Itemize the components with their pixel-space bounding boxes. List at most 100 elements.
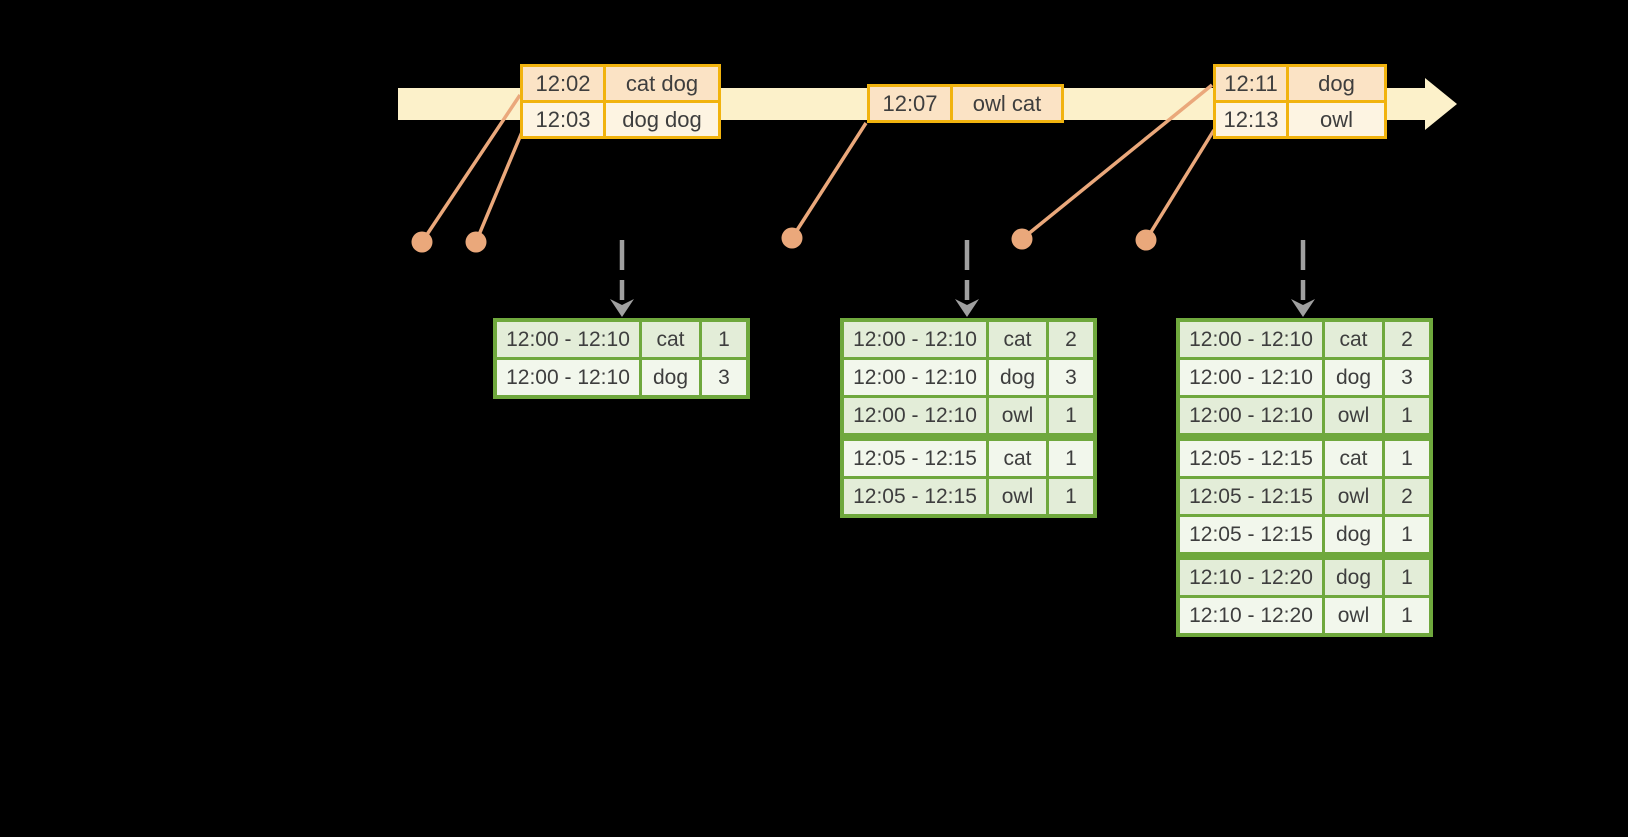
window-group: 12:05 - 12:15 cat 1 12:05 - 12:15 owl 1 bbox=[844, 441, 1093, 514]
leader-line bbox=[790, 122, 868, 239]
result-row: 12:00 - 12:10 owl 1 bbox=[844, 398, 1093, 433]
result-table-3: 12:00 - 12:10 cat 2 12:00 - 12:10 dog 3 … bbox=[1176, 318, 1433, 637]
event-row: 12:02 cat dog bbox=[523, 67, 718, 100]
word-cell: dog bbox=[1325, 560, 1382, 595]
event-time-cell: 12:11 bbox=[1216, 67, 1286, 100]
event-time-cell: 12:03 bbox=[523, 103, 603, 136]
event-words-cell: cat dog bbox=[606, 67, 718, 100]
word-cell: cat bbox=[1325, 441, 1382, 476]
result-row: 12:00 - 12:10 cat 2 bbox=[1180, 322, 1429, 357]
event-table-3: 12:11 dog 12:13 owl bbox=[1213, 64, 1387, 139]
count-cell: 1 bbox=[1385, 560, 1429, 595]
word-cell: dog bbox=[1325, 517, 1382, 552]
window-cell: 12:05 - 12:15 bbox=[1180, 479, 1322, 514]
leader-line bbox=[474, 131, 524, 243]
word-cell: owl bbox=[989, 479, 1046, 514]
window-cell: 12:05 - 12:15 bbox=[1180, 517, 1322, 552]
event-time-cell: 12:02 bbox=[523, 67, 603, 100]
count-cell: 1 bbox=[1385, 398, 1429, 433]
result-row: 12:00 - 12:10 dog 3 bbox=[844, 360, 1093, 395]
leader-line bbox=[1020, 83, 1214, 241]
event-dot bbox=[411, 231, 433, 253]
trigger-arrowhead-icon bbox=[955, 299, 979, 317]
window-group: 12:00 - 12:10 cat 1 12:00 - 12:10 dog 3 bbox=[497, 322, 746, 395]
count-cell: 1 bbox=[1049, 479, 1093, 514]
word-cell: owl bbox=[1325, 479, 1382, 514]
event-row: 12:13 owl bbox=[1216, 103, 1384, 136]
result-row: 12:10 - 12:20 dog 1 bbox=[1180, 560, 1429, 595]
word-cell: cat bbox=[1325, 322, 1382, 357]
result-table-1: 12:00 - 12:10 cat 1 12:00 - 12:10 dog 3 bbox=[493, 318, 750, 399]
count-cell: 2 bbox=[1385, 322, 1429, 357]
word-cell: owl bbox=[989, 398, 1046, 433]
event-row: 12:07 owl cat bbox=[870, 87, 1061, 120]
result-row: 12:00 - 12:10 owl 1 bbox=[1180, 398, 1429, 433]
count-cell: 1 bbox=[1049, 398, 1093, 433]
count-cell: 1 bbox=[702, 322, 746, 357]
event-row: 12:03 dog dog bbox=[523, 103, 718, 136]
result-row: 12:05 - 12:15 dog 1 bbox=[1180, 517, 1429, 552]
window-cell: 12:00 - 12:10 bbox=[844, 360, 986, 395]
count-cell: 1 bbox=[1049, 441, 1093, 476]
result-row: 12:00 - 12:10 dog 3 bbox=[1180, 360, 1429, 395]
window-cell: 12:05 - 12:15 bbox=[1180, 441, 1322, 476]
event-time-cell: 12:13 bbox=[1216, 103, 1286, 136]
count-cell: 2 bbox=[1049, 322, 1093, 357]
event-words-cell: dog dog bbox=[606, 103, 718, 136]
count-cell: 1 bbox=[1385, 517, 1429, 552]
window-cell: 12:00 - 12:10 bbox=[1180, 398, 1322, 433]
event-dot bbox=[1011, 228, 1033, 250]
word-cell: dog bbox=[642, 360, 699, 395]
window-cell: 12:10 - 12:20 bbox=[1180, 560, 1322, 595]
word-cell: dog bbox=[1325, 360, 1382, 395]
window-cell: 12:00 - 12:10 bbox=[1180, 360, 1322, 395]
count-cell: 3 bbox=[1385, 360, 1429, 395]
window-group: 12:10 - 12:20 dog 1 12:10 - 12:20 owl 1 bbox=[1180, 560, 1429, 633]
window-cell: 12:10 - 12:20 bbox=[1180, 598, 1322, 633]
event-words-cell: dog bbox=[1289, 67, 1384, 100]
count-cell: 1 bbox=[1385, 598, 1429, 633]
leader-line bbox=[420, 94, 522, 243]
trigger-arrowhead-icon bbox=[610, 299, 634, 317]
window-cell: 12:05 - 12:15 bbox=[844, 479, 986, 514]
event-dot bbox=[781, 227, 803, 249]
timeline-arrowhead-icon bbox=[1425, 78, 1457, 130]
event-dot bbox=[465, 231, 487, 253]
window-cell: 12:00 - 12:10 bbox=[844, 322, 986, 357]
window-group: 12:05 - 12:15 cat 1 12:05 - 12:15 owl 2 … bbox=[1180, 441, 1429, 552]
window-cell: 12:00 - 12:10 bbox=[844, 398, 986, 433]
event-row: 12:11 dog bbox=[1216, 67, 1384, 100]
window-group: 12:00 - 12:10 cat 2 12:00 - 12:10 dog 3 … bbox=[1180, 322, 1429, 433]
window-cell: 12:00 - 12:10 bbox=[497, 322, 639, 357]
window-group: 12:00 - 12:10 cat 2 12:00 - 12:10 dog 3 … bbox=[844, 322, 1093, 433]
event-words-cell: owl cat bbox=[953, 87, 1061, 120]
result-row: 12:00 - 12:10 dog 3 bbox=[497, 360, 746, 395]
count-cell: 3 bbox=[1049, 360, 1093, 395]
result-row: 12:10 - 12:20 owl 1 bbox=[1180, 598, 1429, 633]
trigger-arrowhead-icon bbox=[1291, 299, 1315, 317]
result-row: 12:05 - 12:15 owl 1 bbox=[844, 479, 1093, 514]
event-dot bbox=[1135, 229, 1157, 251]
result-row: 12:00 - 12:10 cat 2 bbox=[844, 322, 1093, 357]
word-cell: cat bbox=[989, 441, 1046, 476]
count-cell: 2 bbox=[1385, 479, 1429, 514]
word-cell: owl bbox=[1325, 598, 1382, 633]
result-row: 12:05 - 12:15 cat 1 bbox=[844, 441, 1093, 476]
window-cell: 12:00 - 12:10 bbox=[497, 360, 639, 395]
event-time-cell: 12:07 bbox=[870, 87, 950, 120]
event-table-1: 12:02 cat dog 12:03 dog dog bbox=[520, 64, 721, 139]
window-cell: 12:05 - 12:15 bbox=[844, 441, 986, 476]
event-words-cell: owl bbox=[1289, 103, 1384, 136]
count-cell: 1 bbox=[1385, 441, 1429, 476]
window-cell: 12:00 - 12:10 bbox=[1180, 322, 1322, 357]
result-table-2: 12:00 - 12:10 cat 2 12:00 - 12:10 dog 3 … bbox=[840, 318, 1097, 518]
word-cell: cat bbox=[642, 322, 699, 357]
result-row: 12:00 - 12:10 cat 1 bbox=[497, 322, 746, 357]
leader-line bbox=[1144, 129, 1216, 241]
word-cell: cat bbox=[989, 322, 1046, 357]
word-cell: owl bbox=[1325, 398, 1382, 433]
count-cell: 3 bbox=[702, 360, 746, 395]
result-row: 12:05 - 12:15 cat 1 bbox=[1180, 441, 1429, 476]
